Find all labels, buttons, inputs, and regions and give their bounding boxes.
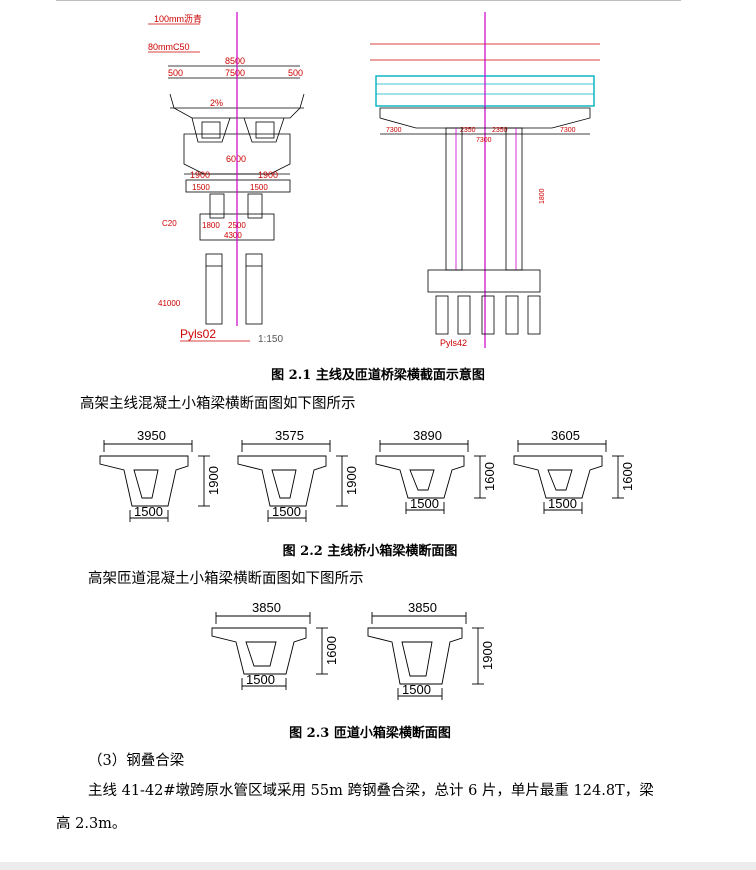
paragraph-mainline-intro: 高架主线混凝土小箱梁横断面图如下图所示 bbox=[80, 396, 356, 412]
left-note-concrete: 80mmC50 bbox=[148, 42, 190, 52]
left-dim-500a: 500 bbox=[168, 68, 183, 78]
figure-2-3-caption: 图 2.3 匝道小箱梁横断面图 bbox=[289, 726, 451, 741]
left-note-asphalt: 100mm沥青 bbox=[154, 13, 202, 24]
left-title: Pyls02 bbox=[180, 327, 216, 341]
left-dim-500b: 500 bbox=[288, 68, 303, 78]
figure-2-2-caption: 图 2.2 主线桥小箱梁横断面图 bbox=[282, 544, 458, 559]
right-column-height: 1800 bbox=[539, 188, 546, 204]
figure-2-1-drawing: 100mm沥青 80mmC50 8500 500 7500 500 2% 600… bbox=[148, 12, 600, 348]
left-pile-4300: 4300 bbox=[224, 231, 242, 240]
fig2-beam-3-bottom: 1500 bbox=[410, 496, 439, 511]
fig3-beam-1: 3850 1600 1500 bbox=[211, 600, 339, 690]
fig2-beam-2-width: 3575 bbox=[275, 428, 304, 443]
paragraph-steel-line2: 高 2.3m。 bbox=[56, 816, 127, 832]
fig2-beam-1: 3950 1900 1500 bbox=[99, 428, 221, 522]
right-dim-7300b: 7300 bbox=[560, 127, 576, 134]
header-rule bbox=[56, 0, 681, 1]
fig2-beam-4-bottom: 1500 bbox=[548, 496, 577, 511]
left-pile-1800: 1800 bbox=[202, 221, 220, 230]
right-dim-2350a: 2350 bbox=[460, 127, 476, 134]
fig3-beam-1-width: 3850 bbox=[252, 600, 281, 615]
left-cap-1900b: 1900 bbox=[258, 170, 278, 180]
left-cap-width: 6000 bbox=[226, 154, 246, 164]
fig2-beam-3: 3890 1600 1500 bbox=[375, 428, 497, 514]
fig2-beam-4-height: 1600 bbox=[620, 462, 635, 491]
fig3-beam-1-bottom: 1500 bbox=[246, 672, 275, 687]
fig3-beam-2-bottom: 1500 bbox=[402, 682, 431, 697]
fig2-beam-1-width: 3950 bbox=[137, 428, 166, 443]
fig2-beam-2: 3575 1900 1500 bbox=[237, 428, 359, 522]
figure-2-3-drawing: 3850 1600 1500 3850 1900 1500 bbox=[211, 600, 495, 700]
paragraph-ramp-intro: 高架匝道混凝土小箱梁横断面图如下图所示 bbox=[88, 571, 364, 587]
fig2-beam-2-height: 1900 bbox=[344, 466, 359, 495]
left-cap-1500a: 1500 bbox=[192, 183, 210, 192]
figure-2-2-drawing: 3950190015003575190015003890160015003605… bbox=[99, 428, 635, 522]
left-dim-total: 8500 bbox=[225, 56, 245, 66]
right-title: Pyls42 bbox=[440, 338, 467, 348]
left-slope: 2% bbox=[210, 98, 223, 108]
right-cross-section: 7300 2350 2350 7300 7300 1800 Pyls42 bbox=[370, 12, 600, 348]
section-heading-steel-composite: （3）钢叠合梁 bbox=[88, 753, 185, 769]
fig3-beam-2-height: 1900 bbox=[480, 641, 495, 670]
fig2-beam-1-bottom: 1500 bbox=[134, 504, 163, 519]
fig3-beam-1-height: 1600 bbox=[324, 636, 339, 665]
fig2-beam-4: 3605 1600 1500 bbox=[513, 428, 635, 514]
figure-2-1-caption: 图 2.1 主线及匝道桥梁横截面示意图 bbox=[271, 368, 485, 383]
paragraph-steel-line1: 主线 41-42#墩跨原水管区域采用 55m 跨钢叠合梁，总计 6 片，单片最重… bbox=[88, 783, 654, 799]
left-cap-1900a: 1900 bbox=[190, 170, 210, 180]
left-note-pile-length: 41000 bbox=[158, 299, 181, 308]
fig2-beam-3-width: 3890 bbox=[413, 428, 442, 443]
left-note-c20: C20 bbox=[162, 219, 177, 228]
fig2-beam-1-height: 1900 bbox=[206, 466, 221, 495]
fig2-beam-4-width: 3605 bbox=[551, 428, 580, 443]
right-dim-2350b: 2350 bbox=[492, 127, 508, 134]
right-dim-7300c: 7300 bbox=[476, 137, 492, 144]
page-bottom-band bbox=[0, 862, 756, 870]
fig3-beam-2-width: 3850 bbox=[408, 600, 437, 615]
fig2-beam-3-height: 1600 bbox=[482, 462, 497, 491]
left-cross-section: 100mm沥青 80mmC50 8500 500 7500 500 2% 600… bbox=[148, 12, 305, 345]
left-scale: 1:150 bbox=[258, 334, 283, 345]
left-dim-7500: 7500 bbox=[225, 68, 245, 78]
fig2-beam-2-bottom: 1500 bbox=[272, 504, 301, 519]
fig3-beam-2: 3850 1900 1500 bbox=[367, 600, 495, 700]
right-dim-7300a: 7300 bbox=[386, 127, 402, 134]
left-cap-1500b: 1500 bbox=[250, 183, 268, 192]
